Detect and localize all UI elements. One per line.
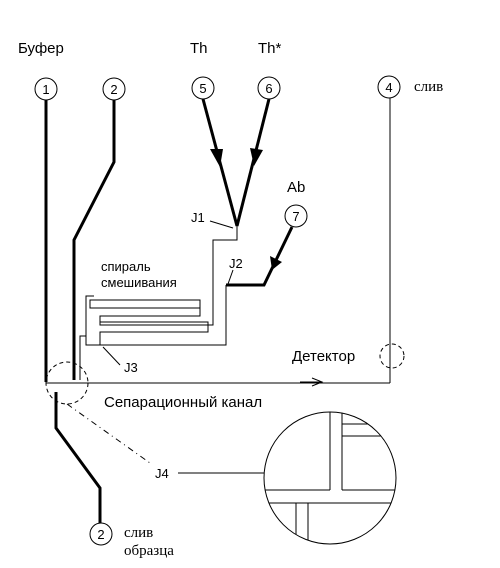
waste-label: слив (414, 79, 443, 95)
port-5: 5 (191, 76, 215, 100)
port-6: 6 (257, 76, 281, 100)
mixing-coil-label-line2: смешивания (101, 275, 177, 290)
mixing-channel (99, 226, 238, 326)
j2-leader-line (227, 269, 234, 285)
j1-leader-line (209, 220, 234, 229)
ab-label: Ab (287, 179, 305, 196)
port-2-bottom-number: 2 (97, 527, 104, 542)
ab-channel (226, 226, 294, 287)
sample-waste-channel (54, 392, 102, 523)
separation-channel-label: Сепарационный канал (104, 394, 262, 411)
port-4-number: 4 (385, 80, 392, 95)
mixing-channel-return (99, 285, 227, 346)
th-star-flow-arrow-icon (250, 148, 263, 166)
j4-leader-line (66, 403, 151, 464)
port-4: 4 (377, 75, 401, 99)
j4-intersection-region (45, 361, 89, 405)
port-2-bottom: 2 (89, 522, 113, 546)
j3-leader-line (102, 346, 121, 366)
port-1-number: 1 (42, 82, 49, 97)
buffer-label: Буфер (18, 40, 64, 57)
port-5-number: 5 (199, 81, 206, 96)
mixing-coil (85, 295, 201, 346)
ab-flow-arrow-icon (270, 256, 282, 270)
th-star-label: Th* (258, 40, 282, 57)
th-label: Th (190, 40, 208, 57)
j3-label: J3 (124, 360, 138, 375)
sample-waste-label-line1: слив (124, 525, 153, 541)
j4-label: J4 (155, 466, 169, 481)
mixing-coil-label-line1: спираль (101, 259, 151, 274)
detector-region (379, 343, 405, 369)
mixing-coil-exit (79, 335, 86, 380)
port-7-number: 7 (292, 209, 299, 224)
th-star-channel (235, 98, 271, 227)
sample-waste-label-line2: образца (124, 543, 174, 559)
port-1: 1 (34, 77, 58, 101)
th-flow-arrow-icon (210, 149, 223, 167)
port-7: 7 (284, 204, 308, 228)
sample-inlet-channel (72, 100, 116, 380)
port-2-top-number: 2 (110, 82, 117, 97)
separation-flow-arrow-icon (311, 377, 324, 387)
j2-label: J2 (229, 256, 243, 271)
detector-label: Детектор (292, 348, 355, 365)
port-2-top: 2 (102, 77, 126, 101)
j4-zoom-detail (263, 411, 397, 545)
port-6-number: 6 (265, 81, 272, 96)
j1-label: J1 (191, 210, 205, 225)
